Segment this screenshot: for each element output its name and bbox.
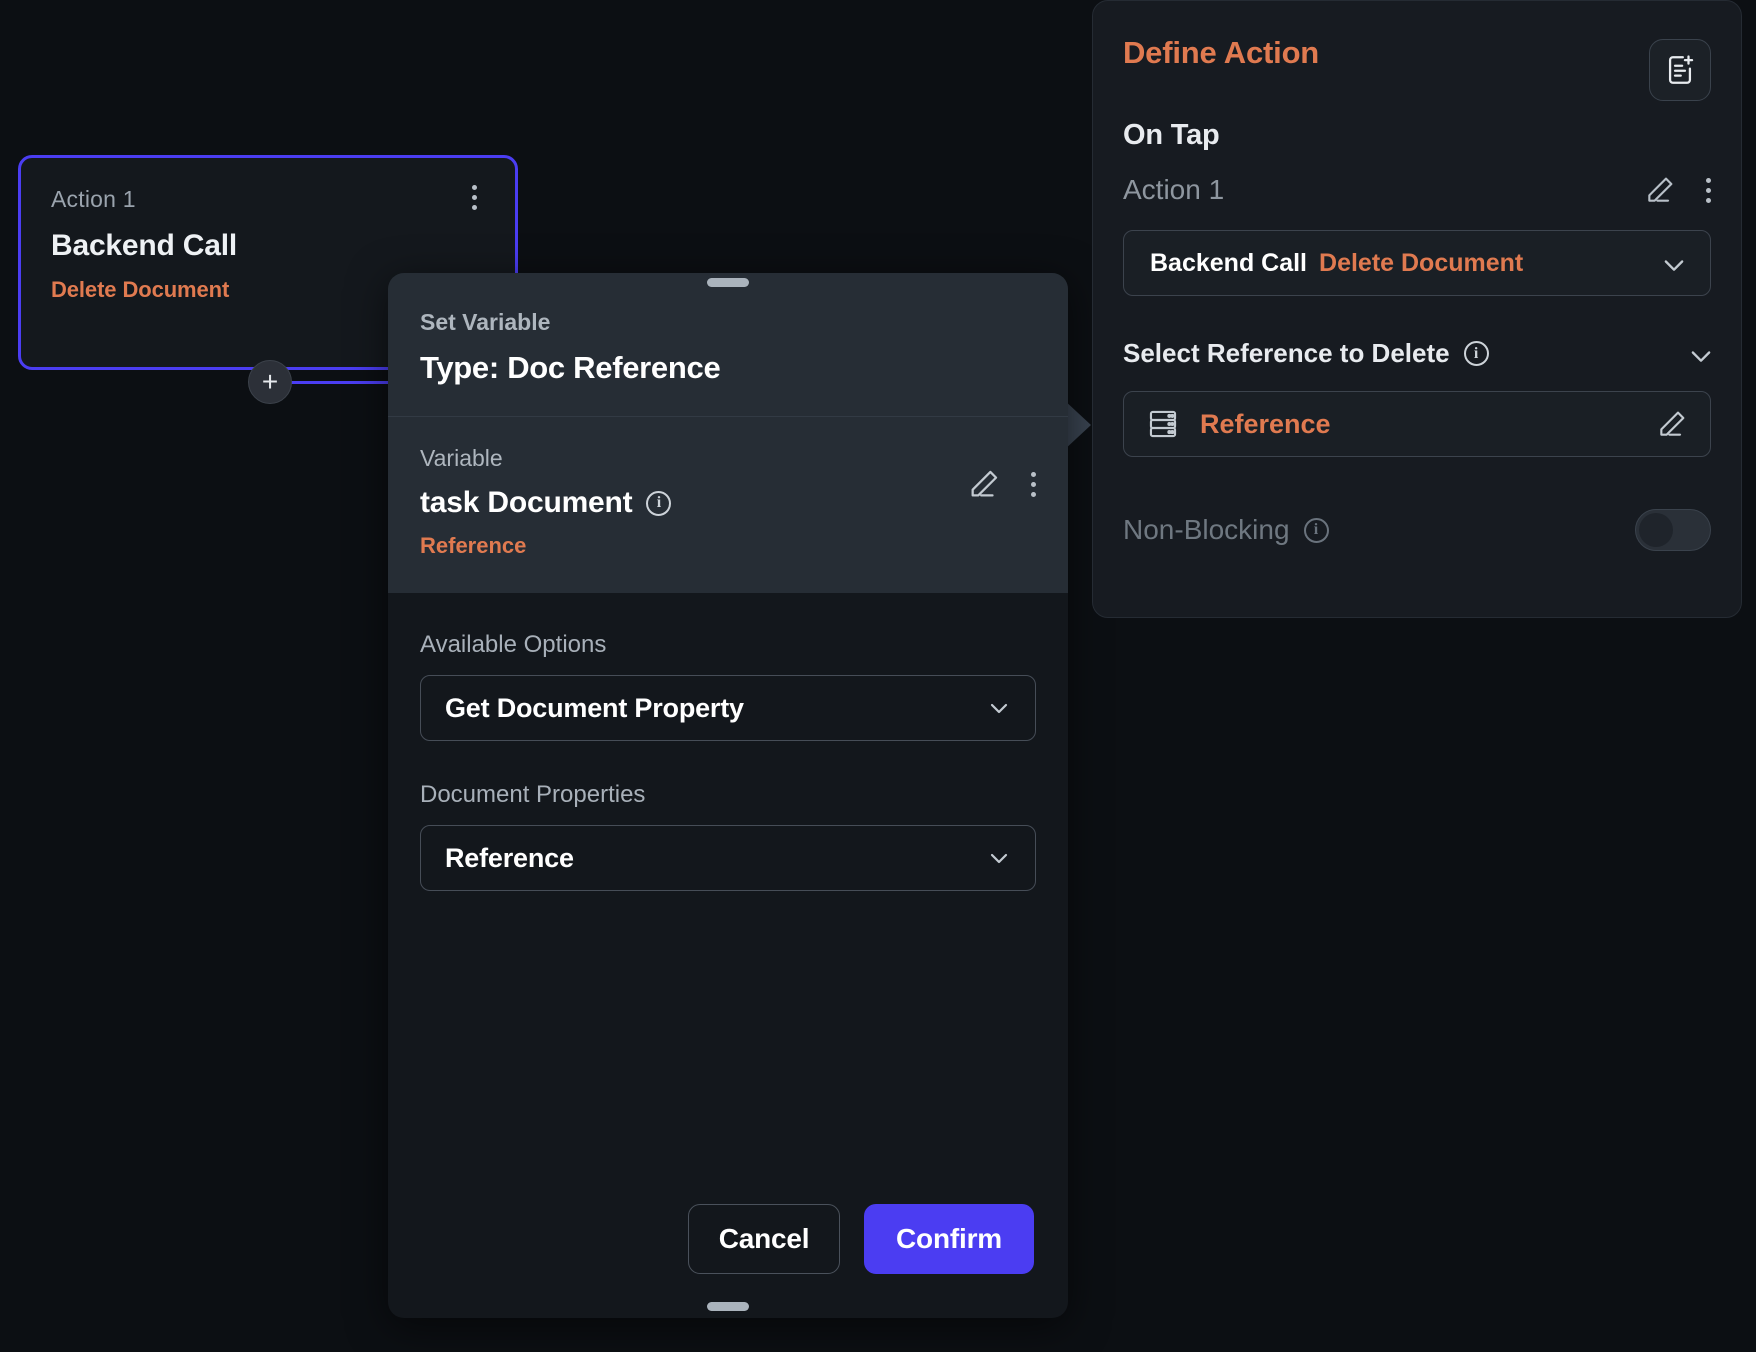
modal-body: Available Options Get Document Property … — [388, 593, 1068, 891]
non-blocking-toggle[interactable] — [1635, 509, 1711, 551]
flow-node-title: Backend Call — [51, 229, 238, 262]
info-icon[interactable]: i — [646, 490, 672, 516]
define-action-panel: Define Action On Tap Action 1 Backend — [1092, 0, 1742, 618]
database-icon — [1146, 407, 1180, 441]
drag-handle-icon[interactable] — [707, 1302, 749, 1311]
pencil-icon[interactable] — [967, 467, 1001, 501]
chevron-down-icon — [1687, 342, 1711, 366]
backend-call-row[interactable]: Backend Call Delete Document — [1123, 230, 1711, 296]
pencil-icon[interactable] — [1644, 174, 1676, 206]
non-blocking-label: Non-Blocking — [1123, 514, 1290, 545]
info-icon[interactable]: i — [1463, 341, 1489, 366]
plus-icon[interactable]: + — [248, 360, 292, 404]
confirm-button[interactable]: Confirm — [864, 1204, 1034, 1274]
document-add-icon[interactable] — [1649, 39, 1711, 101]
variable-name: task Document — [420, 486, 633, 519]
variable-block: Variable task Document i Reference — [388, 417, 1068, 593]
cancel-button[interactable]: Cancel — [688, 1204, 840, 1274]
available-options-label: Available Options — [420, 631, 607, 658]
drag-handle-icon[interactable] — [707, 278, 749, 287]
kebab-menu-icon[interactable] — [472, 185, 477, 210]
document-properties-label: Document Properties — [420, 781, 646, 808]
action-row: Action 1 — [1123, 174, 1711, 206]
info-icon[interactable]: i — [1303, 517, 1329, 543]
action-name: Action 1 — [1123, 174, 1225, 205]
document-properties-value: Reference — [445, 842, 574, 873]
modal-header: Set Variable Type: Doc Reference — [388, 273, 1068, 417]
modal-title: Type: Doc Reference — [420, 350, 721, 385]
modal-kicker: Set Variable — [420, 309, 551, 335]
kebab-menu-icon[interactable] — [1706, 177, 1711, 203]
panel-title: Define Action — [1123, 35, 1320, 70]
available-options-value: Get Document Property — [445, 692, 744, 723]
reference-label: Reference — [1200, 408, 1331, 439]
flow-node-action-label: Action 1 — [51, 186, 136, 212]
kebab-menu-icon[interactable] — [1031, 471, 1036, 497]
pencil-icon[interactable] — [1656, 408, 1688, 440]
variable-label: Variable — [420, 445, 503, 471]
select-reference-section-header[interactable]: Select Reference to Delete i — [1123, 338, 1711, 369]
modal-footer: Cancel Confirm — [388, 1204, 1068, 1274]
non-blocking-row: Non-Blocking i — [1123, 509, 1711, 551]
chevron-down-icon — [987, 846, 1011, 870]
on-tap-label: On Tap — [1123, 119, 1220, 151]
reference-row[interactable]: Reference — [1123, 391, 1711, 457]
backend-call-type: Backend Call — [1150, 248, 1308, 277]
set-variable-modal: Set Variable Type: Doc Reference Variabl… — [388, 273, 1068, 1318]
select-reference-title: Select Reference to Delete — [1123, 338, 1450, 368]
document-properties-select[interactable]: Reference — [420, 825, 1036, 891]
chevron-down-icon — [987, 696, 1011, 720]
backend-call-name: Delete Document — [1319, 248, 1524, 277]
available-options-select[interactable]: Get Document Property — [420, 675, 1036, 741]
variable-type: Reference — [420, 533, 527, 558]
flow-node-subtitle: Delete Document — [51, 277, 230, 302]
chevron-down-icon — [1660, 251, 1684, 275]
